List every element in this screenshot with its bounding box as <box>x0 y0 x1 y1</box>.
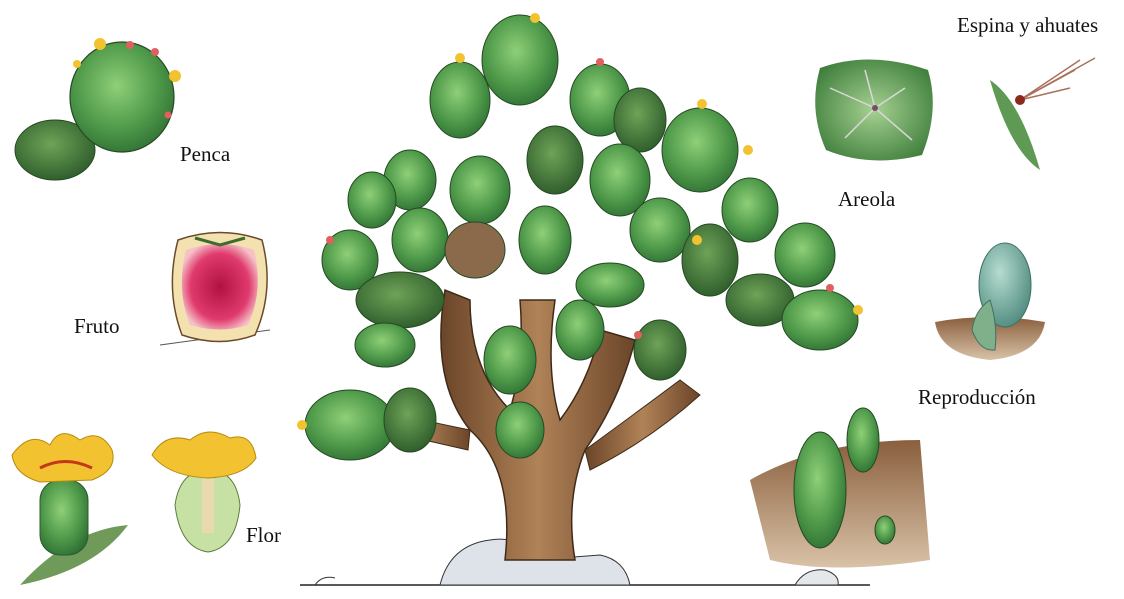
label-fruto: Fruto <box>74 314 120 339</box>
flor-illustration <box>12 432 256 585</box>
label-penca: Penca <box>180 142 230 167</box>
reproduccion-illustration <box>935 243 1045 360</box>
label-reproduccion: Reproducción <box>918 385 1036 410</box>
penca-illustration <box>15 38 181 180</box>
label-flor: Flor <box>246 523 281 548</box>
label-espina: Espina y ahuates <box>957 13 1098 38</box>
espina-illustration <box>990 58 1095 170</box>
areola-illustration <box>815 59 933 160</box>
fruto-illustration <box>160 233 270 346</box>
label-areola: Areola <box>838 187 895 212</box>
plantulas-illustration <box>750 408 930 568</box>
